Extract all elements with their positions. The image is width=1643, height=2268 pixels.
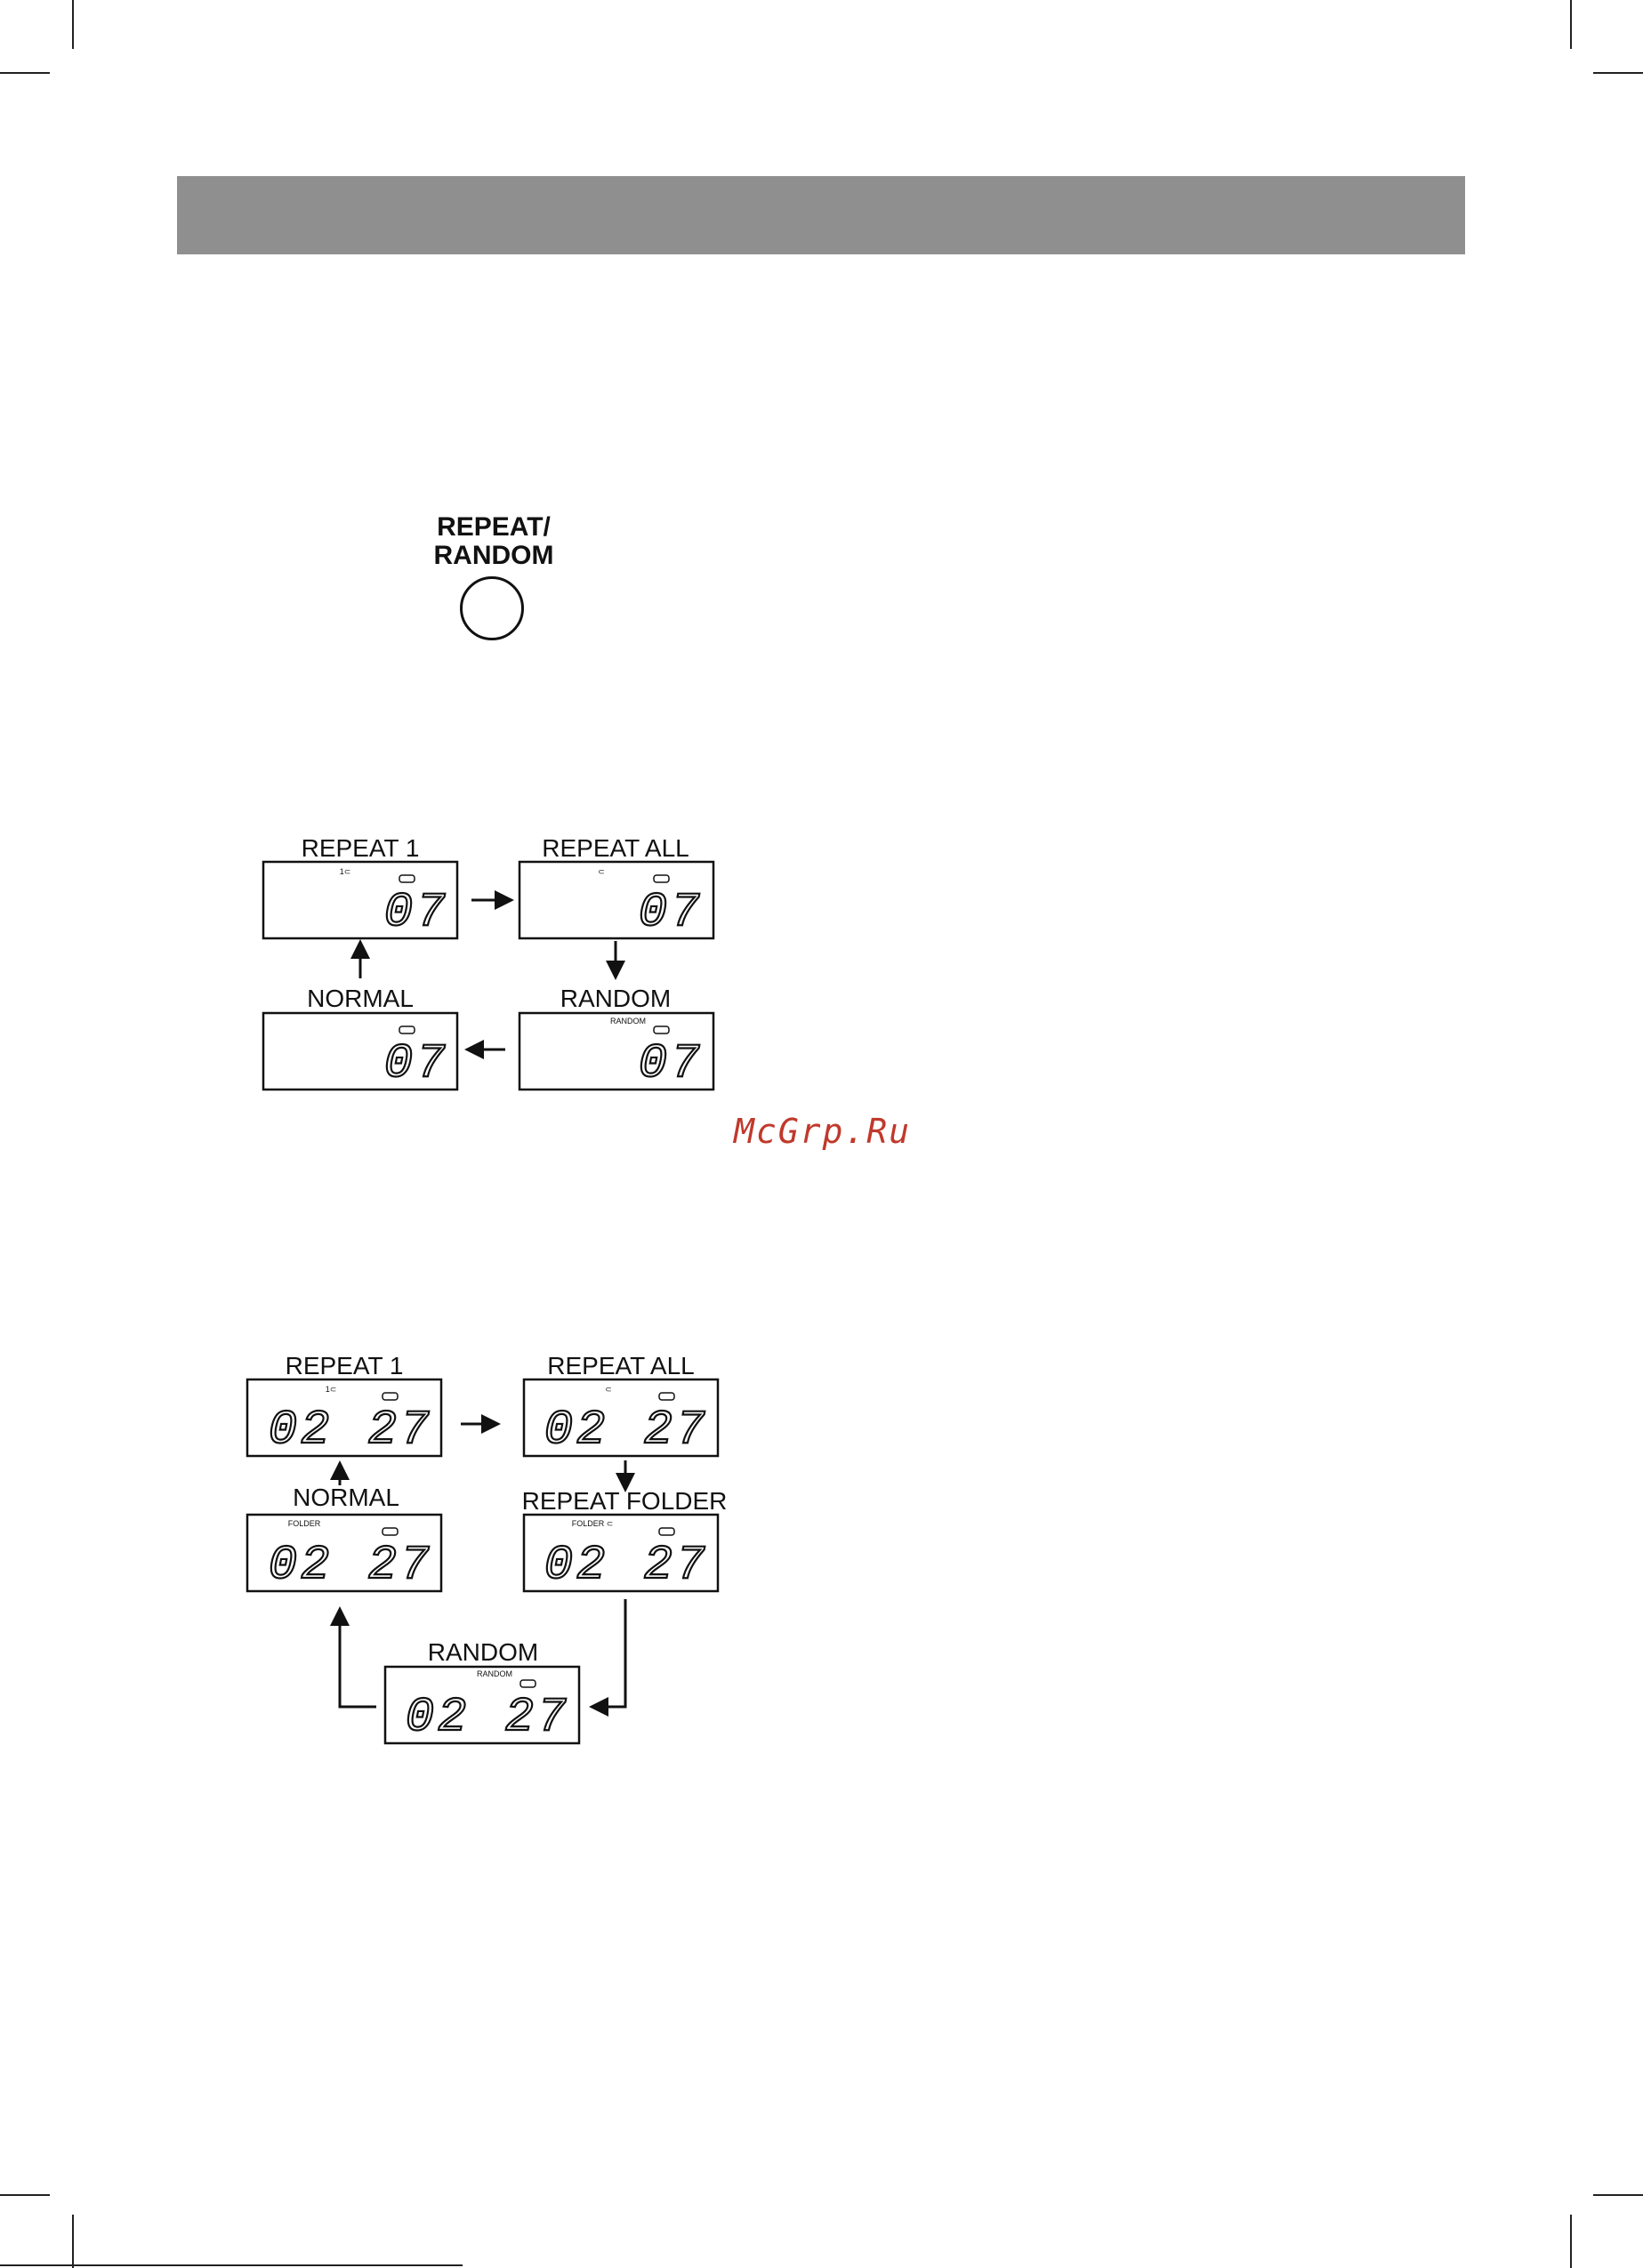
lcd-track-number: 27 bbox=[644, 1539, 709, 1593]
arrow-down-left-icon bbox=[598, 1599, 625, 1707]
disc-icon bbox=[399, 875, 415, 882]
cd-mode-label: REPEAT ALL bbox=[542, 834, 689, 862]
lcd-track-number: 27 bbox=[505, 1691, 570, 1745]
watermark-text: McGrp.Ru bbox=[734, 1112, 911, 1151]
lcd-track-number: 07 bbox=[384, 1037, 449, 1091]
cd-mode-random: RANDOM RANDOM 07 bbox=[519, 985, 713, 1091]
random-indicator-text: RANDOM bbox=[477, 1669, 512, 1678]
disc-icon bbox=[399, 1026, 415, 1033]
lcd-folder-number: 02 bbox=[269, 1539, 334, 1593]
mp3-mode-repeat-1: REPEAT 1 1⊂ 02 27 bbox=[247, 1352, 441, 1458]
cd-mode-label: RANDOM bbox=[560, 985, 671, 1012]
lcd-track-number: 27 bbox=[368, 1403, 433, 1458]
disc-icon bbox=[383, 1528, 398, 1535]
arrow-up-left-icon bbox=[340, 1615, 376, 1707]
repeat-indicator-icon: ⊂ bbox=[598, 867, 605, 876]
lcd-folder-number: 02 bbox=[544, 1403, 609, 1458]
disc-icon bbox=[383, 1393, 398, 1400]
mp3-mode-label: REPEAT FOLDER bbox=[522, 1487, 728, 1515]
disc-icon bbox=[654, 1026, 669, 1033]
folder-repeat-indicator: FOLDER ⊂ bbox=[572, 1519, 614, 1528]
lcd-track-number: 07 bbox=[639, 886, 704, 940]
mp3-mode-label: RANDOM bbox=[428, 1638, 538, 1666]
mp3-mode-normal: NORMAL FOLDER 02 27 bbox=[247, 1484, 441, 1593]
repeat-indicator-icon: 1⊂ bbox=[326, 1385, 337, 1394]
cd-mode-repeat-all: REPEAT ALL ⊂ 07 bbox=[519, 834, 713, 940]
cd-mode-diagram: REPEAT 1 1⊂ 07 REPEAT ALL ⊂ 07 RANDOM RA… bbox=[263, 834, 713, 1091]
repeat-indicator-icon: ⊂ bbox=[605, 1385, 612, 1394]
lcd-track-number: 07 bbox=[639, 1037, 704, 1091]
mp3-mode-random: RANDOM RANDOM 02 27 bbox=[385, 1638, 579, 1745]
folder-indicator-text: FOLDER bbox=[288, 1519, 321, 1528]
cd-mode-label: NORMAL bbox=[307, 985, 414, 1012]
disc-icon bbox=[659, 1393, 674, 1400]
cd-mode-normal: NORMAL 07 bbox=[263, 985, 457, 1091]
lcd-folder-number: 02 bbox=[269, 1403, 334, 1458]
lcd-track-number: 27 bbox=[368, 1539, 433, 1593]
disc-icon bbox=[659, 1528, 674, 1535]
lcd-folder-number: 02 bbox=[544, 1539, 609, 1593]
mp3-mode-label: REPEAT 1 bbox=[286, 1352, 404, 1379]
mp3-mode-label: NORMAL bbox=[293, 1484, 399, 1511]
lcd-folder-number: 02 bbox=[406, 1691, 471, 1745]
mp3-mode-repeat-all: REPEAT ALL ⊂ 02 27 bbox=[524, 1352, 718, 1458]
mp3-mode-repeat-folder: REPEAT FOLDER FOLDER ⊂ 02 27 bbox=[522, 1487, 728, 1593]
mp3-mode-label: REPEAT ALL bbox=[547, 1352, 695, 1379]
cd-mode-repeat-1: REPEAT 1 1⊂ 07 bbox=[263, 834, 457, 940]
disc-icon bbox=[654, 875, 669, 882]
mp3-mode-diagram: REPEAT 1 1⊂ 02 27 REPEAT ALL ⊂ 02 27 REP… bbox=[247, 1352, 727, 1745]
repeat-indicator-icon: 1⊂ bbox=[340, 867, 351, 876]
cd-mode-label: REPEAT 1 bbox=[302, 834, 420, 862]
lcd-track-number: 27 bbox=[644, 1403, 709, 1458]
random-indicator-text: RANDOM bbox=[610, 1017, 646, 1025]
lcd-track-number: 07 bbox=[384, 886, 449, 940]
disc-icon bbox=[520, 1680, 536, 1687]
